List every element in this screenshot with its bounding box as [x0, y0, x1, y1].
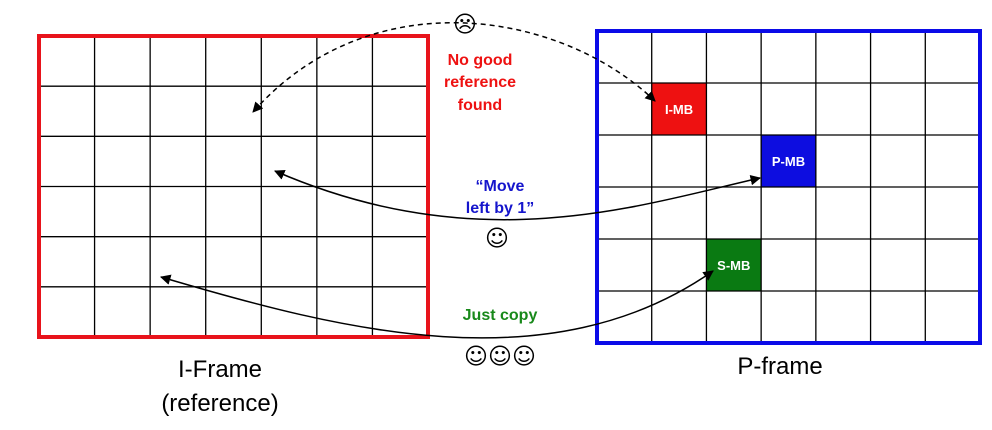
s-mb-block-fill [706, 239, 762, 291]
i-mb-block: I-MB [651, 83, 707, 135]
three-smiling-faces-icon: ☺☺☺ [464, 344, 536, 370]
p-frame: I-MB P-MB S-MB [595, 29, 982, 345]
p-mb-block-label: P-MB [772, 154, 805, 169]
p-frame-grid [597, 31, 980, 343]
move-line1: “Move [475, 178, 525, 195]
p-mb-block-fill [761, 135, 816, 187]
i-mb-block-label: I-MB [665, 102, 693, 117]
i-frame-border [37, 34, 430, 339]
i-frame-caption-line1: I-Frame [178, 356, 262, 383]
i-frame [37, 34, 430, 339]
smiling-face-icon: ☺ [485, 226, 509, 252]
frowning-face-icon: ☹ [453, 12, 477, 38]
no-reference-arrow [252, 21, 656, 113]
skip-copy-arrow [159, 270, 714, 339]
i-mb-block-fill [651, 83, 707, 135]
p-mb-block: P-MB [761, 135, 816, 187]
s-mb-block: S-MB [706, 239, 762, 291]
i-frame-grid [39, 36, 428, 337]
i-frame-caption: I-Frame (reference) [120, 353, 320, 420]
i-frame-caption-line2: (reference) [161, 389, 279, 417]
p-frame-caption: P-frame [737, 353, 823, 380]
no-reference-line2: reference [443, 74, 517, 92]
move-line2: left by 1” [465, 200, 535, 218]
no-reference-line1: No good [447, 52, 513, 69]
p-frame-macroblocks: I-MB P-MB S-MB [651, 83, 816, 291]
s-mb-block-label: S-MB [717, 258, 750, 273]
move-note: “Move left by 1” [440, 176, 560, 221]
no-reference-line3: found [457, 96, 503, 114]
no-reference-note: No good reference found [410, 50, 550, 117]
p-frame-border [595, 29, 982, 345]
motion-vector-arrow [274, 169, 762, 221]
copy-note: Just copy [462, 307, 538, 324]
